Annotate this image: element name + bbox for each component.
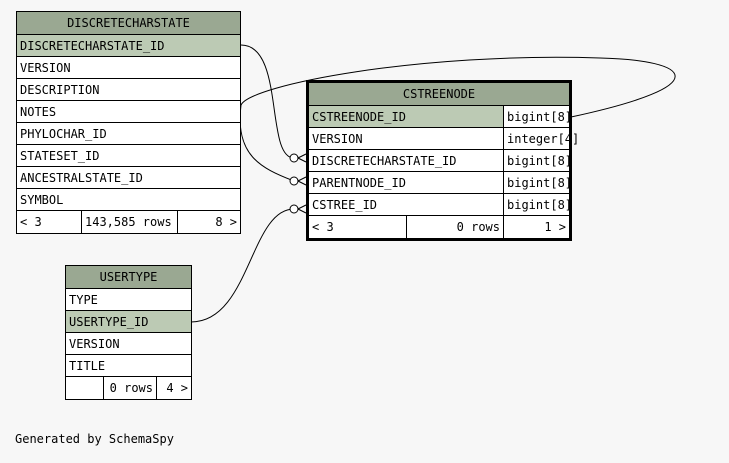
column-type: bigint[8] <box>503 106 569 127</box>
fk-line-discretecharstate <box>240 44 295 159</box>
column-row[interactable]: SYMBOL <box>17 189 240 211</box>
row-count: 0 rows <box>103 377 156 399</box>
column-type: bigint[8] <box>503 194 569 215</box>
table-footer: < 3 143,585 rows 8 > <box>17 211 240 233</box>
column-type: integer[4] <box>503 128 579 149</box>
column-name: NOTES <box>20 105 57 119</box>
column-name: CSTREENODE_ID <box>309 106 503 127</box>
column-name: VERSION <box>312 132 363 146</box>
column-type: bigint[8] <box>503 150 569 171</box>
column-row[interactable]: CSTREE_ID bigint[8] <box>309 194 569 216</box>
table-title[interactable]: USERTYPE <box>66 266 191 289</box>
column-name: USERTYPE_ID <box>66 311 191 332</box>
column-row[interactable]: TITLE <box>66 355 191 377</box>
fk-line-usertype <box>190 208 295 323</box>
column-row[interactable]: PHYLOCHAR_ID <box>17 123 240 145</box>
column-row[interactable]: DISCRETECHARSTATE_ID <box>17 35 240 57</box>
column-row[interactable]: PARENTNODE_ID bigint[8] <box>309 172 569 194</box>
column-row[interactable]: VERSION <box>17 57 240 79</box>
column-name: VERSION <box>20 61 71 75</box>
column-name: TYPE <box>69 293 98 307</box>
table-footer: < 3 0 rows 1 > <box>309 216 569 238</box>
generator-credit: Generated by SchemaSpy <box>15 432 174 446</box>
column-row[interactable]: ANCESTRALSTATE_ID <box>17 167 240 189</box>
optional-marker <box>289 176 299 186</box>
table-footer: 0 rows 4 > <box>66 377 191 399</box>
children-count[interactable]: 8 > <box>177 211 240 233</box>
parents-count[interactable]: < 3 <box>20 215 42 229</box>
column-row[interactable]: VERSION <box>66 333 191 355</box>
table-discretecharstate[interactable]: DISCRETECHARSTATE DISCRETECHARSTATE_ID V… <box>16 11 241 234</box>
column-name: PHYLOCHAR_ID <box>20 127 107 141</box>
parents-count[interactable] <box>66 377 103 399</box>
fk-line-parentnode-self <box>239 56 676 182</box>
column-row[interactable]: CSTREENODE_ID bigint[8] <box>309 106 569 128</box>
column-name: STATESET_ID <box>20 149 100 163</box>
row-count: 0 rows <box>406 216 503 238</box>
children-count[interactable]: 4 > <box>156 377 191 399</box>
column-row[interactable]: USERTYPE_ID <box>66 311 191 333</box>
optional-marker <box>289 153 299 163</box>
column-name: PARENTNODE_ID <box>312 176 406 190</box>
column-name: TITLE <box>69 359 106 373</box>
column-row[interactable]: NOTES <box>17 101 240 123</box>
column-row[interactable]: DESCRIPTION <box>17 79 240 101</box>
column-name: VERSION <box>69 337 120 351</box>
column-type: bigint[8] <box>503 172 569 193</box>
column-name: SYMBOL <box>20 193 64 207</box>
column-name: CSTREE_ID <box>312 198 378 212</box>
column-row[interactable]: DISCRETECHARSTATE_ID bigint[8] <box>309 150 569 172</box>
row-count: 143,585 rows <box>81 211 177 233</box>
table-title[interactable]: DISCRETECHARSTATE <box>17 12 240 35</box>
column-name: DISCRETECHARSTATE_ID <box>17 35 240 56</box>
column-name: DISCRETECHARSTATE_ID <box>312 154 457 168</box>
children-count[interactable]: 1 > <box>503 216 569 238</box>
table-title[interactable]: CSTREENODE <box>309 83 569 106</box>
table-cstreenode[interactable]: CSTREENODE CSTREENODE_ID bigint[8] VERSI… <box>306 80 579 241</box>
column-row[interactable]: TYPE <box>66 289 191 311</box>
column-name: DESCRIPTION <box>20 83 100 97</box>
parents-count[interactable]: < 3 <box>312 220 334 234</box>
column-row[interactable]: STATESET_ID <box>17 145 240 167</box>
table-usertype[interactable]: USERTYPE TYPE USERTYPE_ID VERSION TITLE … <box>65 265 192 400</box>
column-row[interactable]: VERSION integer[4] <box>309 128 579 150</box>
column-name: ANCESTRALSTATE_ID <box>20 171 143 185</box>
optional-marker <box>289 204 299 214</box>
